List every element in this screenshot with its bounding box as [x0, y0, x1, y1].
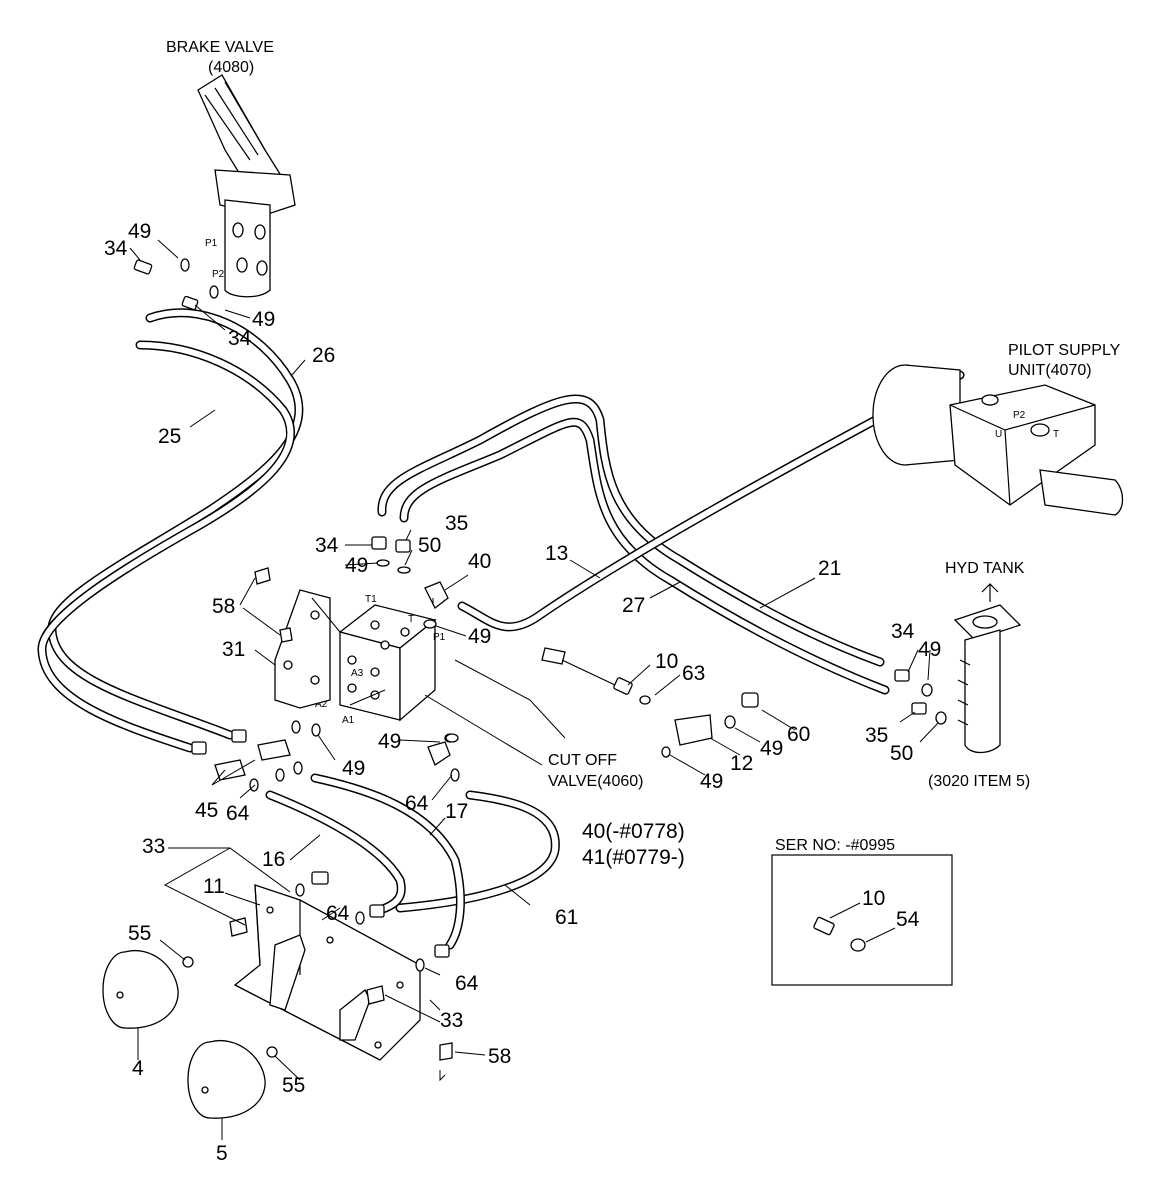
callout-26: 26	[312, 344, 335, 367]
callout-12: 12	[730, 752, 753, 775]
callout-13: 13	[545, 542, 568, 565]
callout-64-d: 64	[455, 972, 479, 995]
brake-valve: P1 P2	[197, 74, 296, 298]
ser-no-inset: SER NO: -#0995	[771, 837, 953, 986]
caption-cut-off: CUT OFF	[548, 752, 617, 769]
caption-cut-off-ref: VALVE(4060)	[548, 773, 643, 790]
cut-off-valve: T1 T P1 A3 A2 A1	[315, 594, 446, 726]
port-label-pilot-p2: P2	[1013, 410, 1026, 421]
callout-34-b: 34	[228, 327, 252, 350]
callout-4: 4	[132, 1057, 144, 1080]
callout-17: 17	[445, 800, 468, 823]
captions: BRAKE VALVE (4080) PILOT SUPPLY UNIT(407…	[166, 39, 1121, 869]
callout-45: 45	[195, 799, 218, 822]
callout-10-b: 10	[862, 887, 885, 910]
callout-55-a: 55	[128, 922, 151, 945]
caption-hyd-tank: HYD TANK	[945, 560, 1025, 577]
callout-31: 31	[222, 638, 245, 661]
port-label-a2: A2	[315, 699, 328, 710]
callout-61: 61	[555, 906, 578, 929]
caption-brake-valve-ref: (4080)	[208, 59, 254, 76]
callout-35-a: 35	[445, 512, 468, 535]
accumulator-5	[187, 1040, 266, 1119]
fittings	[133, 258, 947, 1061]
callout-55-b: 55	[282, 1074, 305, 1097]
callout-27: 27	[622, 594, 645, 617]
caption-pilot-supply-ref: UNIT(4070)	[1008, 362, 1092, 379]
callout-10-a: 10	[655, 650, 678, 673]
callout-21: 21	[818, 557, 841, 580]
port-label-pilot-t: T	[1053, 429, 1059, 440]
hose-routes	[37, 308, 965, 950]
callout-34-a: 34	[104, 237, 128, 260]
callout-40: 40	[468, 550, 491, 573]
hyd-tank-fitting	[953, 583, 1022, 754]
callout-49-f: 49	[760, 737, 783, 760]
port-label-t1: T1	[365, 594, 377, 605]
callout-49-a: 49	[128, 220, 151, 243]
callout-49-g: 49	[700, 770, 723, 793]
caption-brake-valve: BRAKE VALVE	[166, 39, 274, 56]
callout-11: 11	[203, 875, 225, 898]
callout-25: 25	[158, 425, 181, 448]
callout-49-i: 49	[342, 757, 365, 780]
callout-49-b: 49	[252, 308, 275, 331]
accumulator-bracket	[233, 884, 421, 1061]
bracket-31	[274, 589, 331, 709]
accumulator-4	[102, 950, 179, 1029]
callout-58-a: 58	[212, 595, 235, 618]
callout-49-e: 49	[918, 638, 941, 661]
leader-lines	[129, 239, 939, 1140]
callout-64-c: 64	[326, 902, 350, 925]
port-label-a1: A1	[342, 715, 355, 726]
callout-33-a: 33	[142, 835, 165, 858]
callout-64-b: 64	[405, 792, 429, 815]
caption-tank-ref: (3020 ITEM 5)	[928, 773, 1030, 790]
callout-64-a: 64	[226, 802, 250, 825]
callout-35-b: 35	[865, 724, 888, 747]
caption-part-40: 40(-#0778)	[582, 820, 685, 843]
callout-16: 16	[262, 848, 285, 871]
callout-34-d: 34	[891, 620, 915, 643]
port-label-t: T	[408, 614, 414, 625]
port-label-p1: P1	[205, 238, 218, 249]
callout-49-c: 49	[345, 554, 368, 577]
port-label-cut-p1: P1	[433, 632, 446, 643]
port-label-p2: P2	[212, 269, 225, 280]
ser-no-label: SER NO: -#0995	[775, 837, 895, 854]
callout-numbers: 49 34 49 34 49 26 25 34 35 50 40 49 13 2…	[104, 220, 941, 1165]
callout-60: 60	[787, 723, 810, 746]
callout-49-d: 49	[468, 625, 491, 648]
callout-33-b: 33	[440, 1009, 463, 1032]
callout-50-a: 50	[418, 534, 441, 557]
callout-63: 63	[682, 662, 705, 685]
port-label-a3: A3	[351, 668, 364, 679]
callout-34-c: 34	[315, 534, 339, 557]
caption-pilot-supply: PILOT SUPPLY	[1008, 342, 1121, 359]
callout-5: 5	[216, 1142, 228, 1165]
pilot-supply-unit: U P2 T	[872, 364, 1124, 516]
callout-49-h: 49	[378, 730, 401, 753]
caption-part-41: 41(#0779-)	[582, 846, 685, 869]
callout-58-b: 58	[488, 1045, 511, 1068]
port-label-u: U	[995, 429, 1002, 440]
callout-54: 54	[896, 908, 920, 931]
callout-50-b: 50	[890, 742, 913, 765]
